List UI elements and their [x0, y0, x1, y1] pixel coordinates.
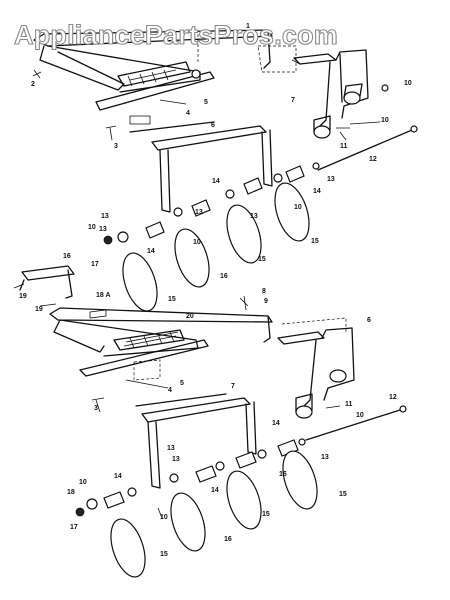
- part-callout-c-b-13c: 13: [172, 456, 180, 463]
- part-callout-c-t-13e: 13: [99, 226, 107, 233]
- part-callout-c-b-16a: 16: [279, 471, 287, 478]
- part-callout-c-t-10b: 10: [381, 117, 389, 124]
- part-callout-c-t-13b: 13: [195, 209, 203, 216]
- part-callout-c-b-15b: 15: [262, 511, 270, 518]
- part-callout-c-b-13b: 13: [167, 445, 175, 452]
- bottom-assembly: [13, 265, 407, 578]
- part-callout-c-b-14a: 14: [272, 420, 280, 427]
- part-callout-c-b-17: 17: [70, 524, 78, 531]
- part-callout-c-b-16b: 16: [224, 536, 232, 543]
- part-callout-c-t-13d: 13: [101, 213, 109, 220]
- part-callout-c-t-15c: 15: [168, 296, 176, 303]
- top-hitch-bracket: [291, 49, 369, 139]
- part-callout-c-b-4: 4: [168, 387, 172, 394]
- part-callout-c-b-14c: 14: [211, 487, 219, 494]
- part-callout-c-b-16: 16: [63, 253, 71, 260]
- part-callout-c-t-13a: 13: [327, 176, 335, 183]
- watermark-text: AppliancePartsPros.com: [14, 20, 338, 50]
- bottom-hitch-bracket: [277, 317, 355, 419]
- part-callout-c-b-9: 9: [264, 298, 268, 305]
- top-frame: [33, 29, 297, 111]
- part-callout-c-t-14a: 14: [212, 178, 220, 185]
- part-callout-c-t-7: 7: [291, 97, 295, 104]
- part-callout-c-t-1: 1: [246, 23, 250, 30]
- part-callout-c-b-6: 6: [367, 317, 371, 324]
- part-callout-c-t-15b: 15: [258, 256, 266, 263]
- top-gang-bar: [129, 121, 418, 213]
- part-callout-c-t-5: 5: [204, 99, 208, 106]
- part-callout-c-t-10e: 10: [193, 239, 201, 246]
- part-callout-c-b-3: 3: [94, 405, 98, 412]
- part-callout-c-b-19a: 19: [19, 293, 27, 300]
- part-callout-c-b-14b: 14: [114, 473, 122, 480]
- part-callout-c-t-3: 3: [114, 143, 118, 150]
- part-callout-c-t-16a: 16: [220, 273, 228, 280]
- part-callout-c-t-10a: 10: [404, 80, 412, 87]
- part-callout-c-t-14b: 14: [313, 188, 321, 195]
- part-callout-c-b-10b: 10: [79, 479, 87, 486]
- part-callout-c-b-11: 11: [345, 401, 353, 408]
- part-callout-c-t-17a: 17: [91, 261, 99, 268]
- part-callout-c-b-19b: 19: [35, 306, 43, 313]
- part-callout-c-b-13a: 13: [321, 454, 329, 461]
- part-callout-c-t-2: 2: [31, 81, 35, 88]
- part-callout-c-b-5: 5: [180, 380, 184, 387]
- bottom-gang-bar: [135, 393, 407, 489]
- part-callout-c-t-13c: 13: [250, 213, 258, 220]
- top-assembly: [32, 29, 418, 312]
- part-callout-c-t-6: 6: [211, 122, 215, 129]
- top-disc-gang: [103, 162, 320, 312]
- part-callout-c-b-8: 8: [262, 288, 266, 295]
- part-callout-c-t-12: 12: [369, 156, 377, 163]
- part-callout-c-b-10a: 10: [356, 412, 364, 419]
- part-callout-c-b-15c: 15: [160, 551, 168, 558]
- part-callout-c-t-11: 11: [340, 143, 348, 150]
- top-hardware: [32, 69, 389, 141]
- part-callout-c-t-15a: 15: [311, 238, 319, 245]
- part-callout-c-b-18: 18: [67, 489, 75, 496]
- top-assembly-callouts: 1254367101011121314141013131313101510141…: [31, 23, 412, 303]
- part-callout-c-b-7: 7: [231, 383, 235, 390]
- part-callout-c-b-10c: 10: [160, 514, 168, 521]
- bottom-hardware: [91, 379, 341, 519]
- bottom-disc-gang: [75, 438, 318, 578]
- part-callout-c-b-12: 12: [389, 394, 397, 401]
- bottom-scraper-bracket: [13, 265, 107, 319]
- part-callout-c-b-20: 20: [186, 313, 194, 320]
- part-callout-c-t-4: 4: [186, 110, 190, 117]
- part-callout-c-b-15a: 15: [339, 491, 347, 498]
- part-callout-c-t-10c: 10: [294, 204, 302, 211]
- part-callout-c-t-14c: 14: [147, 248, 155, 255]
- bottom-frame: [49, 295, 273, 381]
- part-callout-c-t-10d: 10: [88, 224, 96, 231]
- part-callout-c-b-18a: 18 A: [96, 292, 111, 299]
